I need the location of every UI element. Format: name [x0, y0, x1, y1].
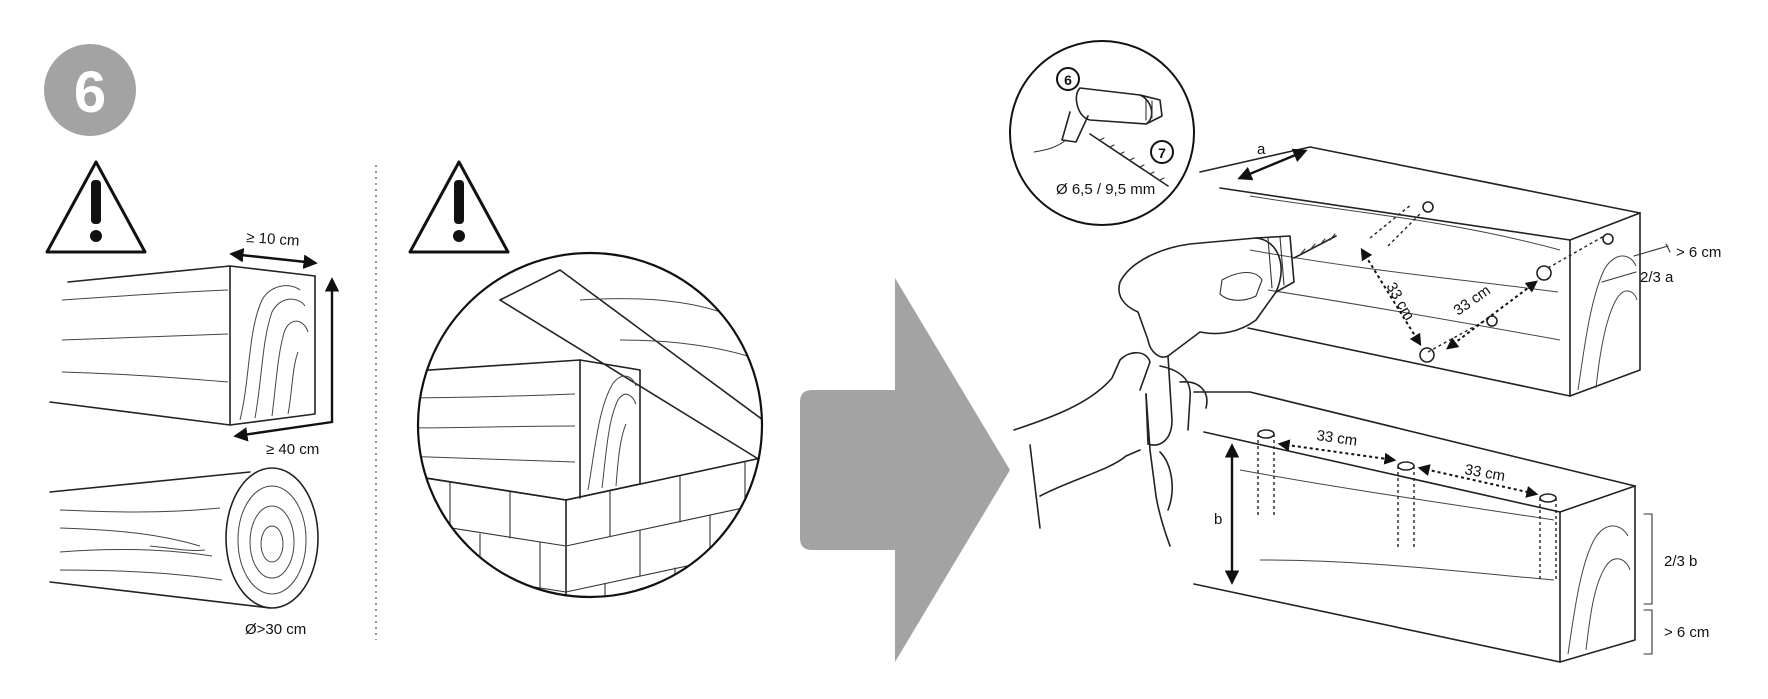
bottom-beam-edge-distance-label: > 6 cm — [1664, 624, 1709, 641]
bottom-beam-depth-label: 2/3 b — [1664, 553, 1697, 570]
drill-badge — [1056, 67, 1080, 91]
beam-width-dimension: ≥ 10 cm — [229, 229, 318, 269]
hand-with-drill-illustration — [1013, 233, 1337, 547]
drill-bit-icon — [1089, 133, 1169, 187]
drill-badge-number: 6 — [1064, 72, 1072, 88]
top-beam: a 33 cm 33 cm > 6 cm 2/3 a — [1199, 141, 1721, 397]
round-log-illustration — [49, 467, 319, 609]
bottom-beam-spacing-2-label: 33 cm — [1463, 461, 1506, 485]
bit-badge — [1150, 140, 1174, 164]
detail-circle — [416, 251, 764, 599]
warning-triangle-icon — [45, 160, 147, 254]
bottom-beam-spacing-1-label: 33 cm — [1315, 427, 1358, 450]
top-beam-spacing-vertical-label: 33 cm — [1383, 280, 1418, 324]
tool-inset: 6 7 Ø 6,5 / 9,5 mm — [1009, 40, 1195, 226]
log-diameter-label: Ø>30 cm — [245, 621, 306, 638]
right-arrow-icon — [800, 278, 1010, 662]
top-beam-edge-distance-label: > 6 cm — [1676, 244, 1721, 261]
top-beam-width-label: a — [1257, 141, 1266, 158]
top-beam-depth-label: 2/3 a — [1640, 269, 1674, 286]
warning-triangle-icon — [408, 160, 510, 254]
step-badge-circle — [44, 44, 136, 136]
top-beam-spacing-diagonal-label: 33 cm — [1451, 282, 1494, 319]
bit-size-label: Ø 6,5 / 9,5 mm — [1056, 181, 1155, 198]
inset-circle — [1009, 40, 1195, 226]
step-number: 6 — [74, 60, 106, 125]
step-badge: 6 — [44, 44, 136, 136]
beam-length-dimension: ≥ 40 cm — [233, 277, 340, 458]
beam-width-label: ≥ 10 cm — [246, 229, 300, 250]
bit-badge-number: 7 — [1158, 145, 1166, 161]
bottom-beam-height-label: b — [1214, 511, 1222, 528]
drill-icon — [1033, 87, 1163, 153]
beam-length-label: ≥ 40 cm — [266, 441, 319, 458]
bottom-beam: b 33 cm 33 cm 2/3 b > 6 cm — [1193, 391, 1709, 663]
beam-on-wall-detail — [416, 251, 764, 599]
square-beam-illustration — [49, 265, 316, 426]
